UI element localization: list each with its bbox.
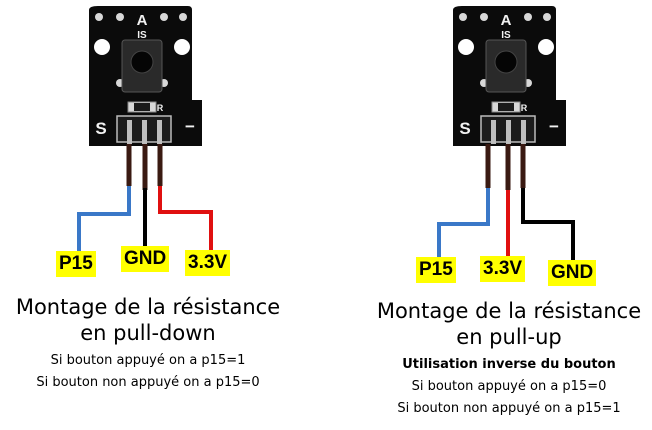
right-label-gnd: GND: [548, 260, 597, 286]
left-pad: [116, 13, 124, 21]
right-caption-bold-line: Utilisation inverse du bouton: [402, 357, 616, 372]
right-silk-minus: −: [549, 117, 559, 136]
right-pin: [491, 120, 496, 144]
right-label-3v3: 3.3V: [480, 256, 526, 282]
left-button-module: A IS S − R: [89, 6, 202, 146]
right-pin: [521, 120, 526, 144]
right-wire-black: [521, 188, 575, 262]
right-wires: [437, 144, 575, 262]
right-button-module: A IS S − R: [453, 6, 566, 146]
right-caption-line-2: Si bouton non appuyé on a p15=1: [397, 401, 621, 416]
left-mounting-hole: [174, 39, 190, 55]
right-silk-a: A: [501, 12, 512, 29]
left-silk-r: R: [157, 103, 164, 113]
left-pad: [160, 13, 168, 21]
right-pad: [459, 13, 467, 21]
left-label-gnd: GND: [121, 246, 170, 272]
left-mounting-hole: [94, 39, 110, 55]
left-caption-title: Montage de la résistance: [15, 295, 281, 319]
right-mounting-hole: [458, 39, 474, 55]
left-silk-s: S: [95, 119, 106, 138]
left-caption: Montage de la résistance en pull-down Si…: [0, 294, 296, 394]
right-caption-subtitle: en pull-up: [456, 325, 562, 349]
right-silk-r: R: [521, 103, 528, 113]
right-pad: [480, 13, 488, 21]
right-wire-blue: [437, 188, 490, 262]
right-resistor-body: [498, 103, 514, 111]
left-label-3v3: 3.3V: [185, 250, 231, 276]
right-pin: [506, 120, 511, 144]
left-silk-minus: −: [185, 117, 195, 136]
right-silk-is: IS: [501, 30, 511, 41]
left-wire-blue: [77, 186, 131, 252]
left-pushbutton-cap: [130, 50, 154, 74]
left-label-p15: P15: [56, 251, 96, 277]
left-caption-subtitle: en pull-down: [80, 321, 216, 345]
left-caption-line-2: Si bouton non appuyé on a p15=0: [36, 375, 260, 390]
left-wires: [77, 144, 213, 252]
right-caption-title: Montage de la résistance: [376, 299, 642, 323]
left-pin: [142, 120, 147, 144]
left-caption-line-1: Si bouton appuyé on a p15=1: [50, 353, 246, 368]
left-pin: [127, 120, 132, 144]
right-pad: [543, 13, 551, 21]
left-wire-red: [158, 186, 213, 250]
left-resistor-body: [134, 103, 150, 111]
left-silk-a: A: [137, 12, 148, 29]
right-silk-s: S: [459, 119, 470, 138]
left-pad: [179, 13, 187, 21]
left-pin: [157, 120, 162, 144]
right-label-p15: P15: [416, 257, 456, 283]
left-pad: [95, 13, 103, 21]
right-pushbutton-cap: [494, 50, 518, 74]
right-pad: [524, 13, 532, 21]
right-caption-line-1: Si bouton appuyé on a p15=0: [411, 379, 607, 394]
right-mounting-hole: [538, 39, 554, 55]
right-caption: Montage de la résistance en pull-up Util…: [366, 298, 652, 420]
left-silk-is: IS: [137, 30, 147, 41]
